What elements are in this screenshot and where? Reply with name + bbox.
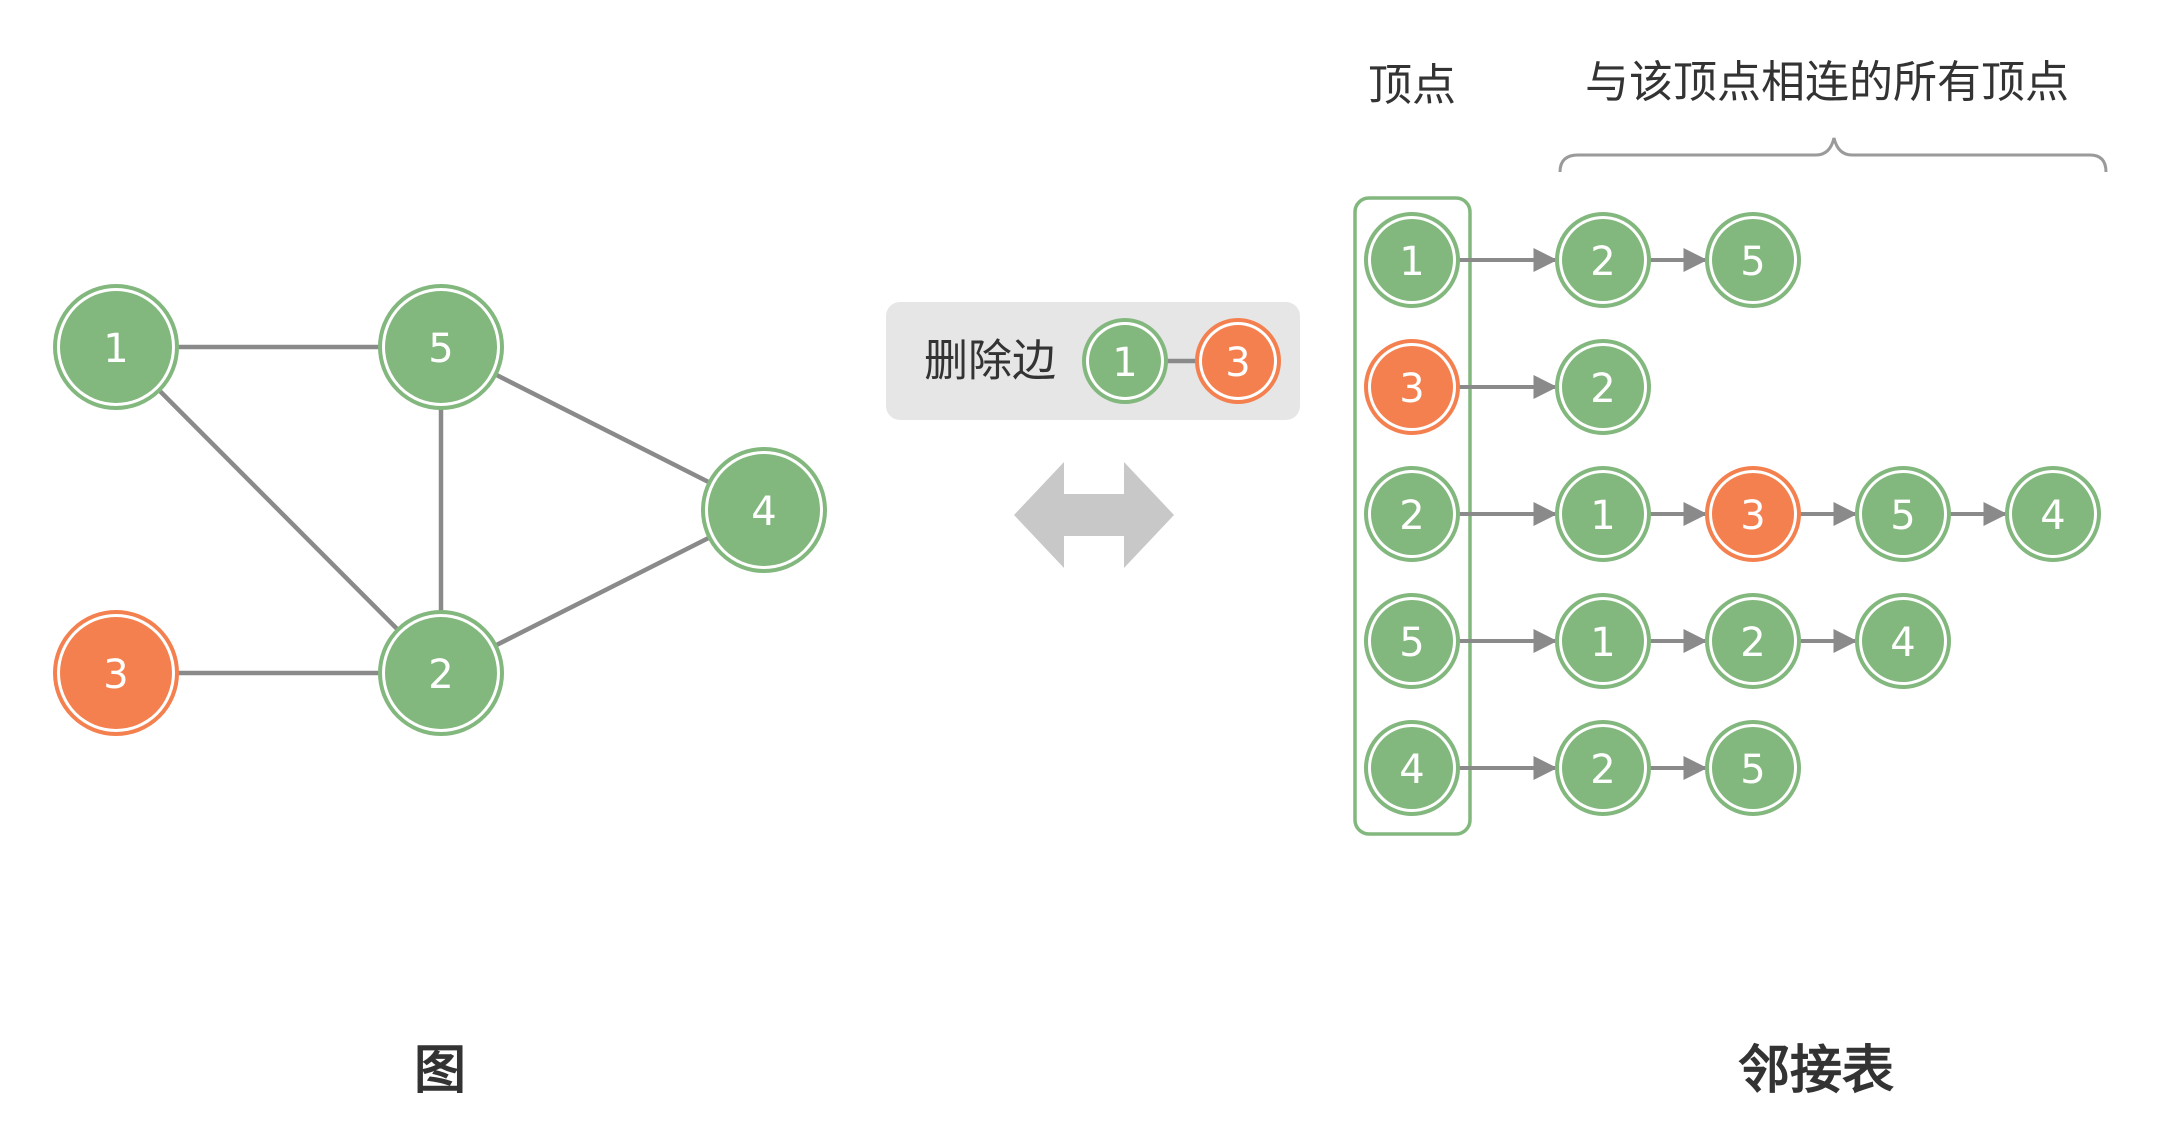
- vertex-header: 顶点: [1368, 60, 1456, 111]
- adjacency-neighbor-2-1-label: 1: [1590, 493, 1615, 539]
- operation-node-to-label: 3: [1225, 340, 1250, 386]
- operation-node-from-fill: [1089, 325, 1161, 397]
- adjacency-neighbor-2-5: 5: [1855, 466, 1951, 562]
- adjacency-neighbor-3-2: 2: [1555, 339, 1651, 435]
- adjacency-row-5: 5 1 2 4: [1364, 593, 1951, 689]
- graph-node-5-label: 5: [428, 326, 453, 372]
- adjacency-neighbor-4-2-fill: [1562, 727, 1644, 809]
- adjacency-neighbor-1-5-label: 5: [1740, 239, 1765, 285]
- adjacency-vertex-4: 4: [1364, 720, 1460, 816]
- adjacency-vertex-5-label: 5: [1399, 620, 1424, 666]
- adjacency-neighbor-2-3-label: 3: [1740, 493, 1765, 539]
- adjacency-neighbor-2-1-fill: [1562, 473, 1644, 555]
- graph-node-4-label: 4: [751, 489, 776, 535]
- neighbors-brace: [1558, 137, 2108, 173]
- adjacency-neighbor-5-1: 1: [1555, 593, 1651, 689]
- adjacency-neighbor-5-1-fill: [1562, 600, 1644, 682]
- adjacency-neighbor-5-4-fill: [1862, 600, 1944, 682]
- adjacency-neighbor-2-4-fill: [2012, 473, 2094, 555]
- adjacency-vertex-1: 1: [1364, 212, 1460, 308]
- adjacency-neighbor-2-4-label: 4: [2040, 493, 2065, 539]
- adjacency-vertex-1-label: 1: [1399, 239, 1424, 285]
- adjacency-neighbor-4-5-label: 5: [1740, 747, 1765, 793]
- adjacency-neighbor-1-2-fill: [1562, 219, 1644, 301]
- adjacency-vertex-5: 5: [1364, 593, 1460, 689]
- graph-node-5: 5: [378, 284, 504, 410]
- graph-caption: 图: [414, 1041, 466, 1101]
- adjacency-neighbor-1-5: 5: [1705, 212, 1801, 308]
- adjacency-vertex-2-fill: [1371, 473, 1453, 555]
- operation-node-to: 3: [1195, 318, 1281, 404]
- graph-node-1-fill: [60, 291, 172, 403]
- adjacency-neighbor-2-3: 3: [1705, 466, 1801, 562]
- adjacency-neighbor-2-4: 4: [2005, 466, 2101, 562]
- adjacency-vertex-5-fill: [1371, 600, 1453, 682]
- adjacency-neighbor-4-5-fill: [1712, 727, 1794, 809]
- adjacency-vertex-3: 3: [1364, 339, 1460, 435]
- adjacency-vertex-1-fill: [1371, 219, 1453, 301]
- graph-node-1: 1: [53, 284, 179, 410]
- adjacency-neighbor-5-1-label: 1: [1590, 620, 1615, 666]
- adjacency-vertex-2: 2: [1364, 466, 1460, 562]
- adjacency-vertex-4-label: 4: [1399, 747, 1424, 793]
- graph-node-3: 3: [53, 610, 179, 736]
- graph-node-2: 2: [378, 610, 504, 736]
- adjacency-neighbor-5-4-label: 4: [1890, 620, 1915, 666]
- adjacency-row-2: 2 1 3 5 4: [1364, 466, 2101, 562]
- adjacency-neighbor-5-2-label: 2: [1740, 620, 1765, 666]
- adjacency-vertex-3-label: 3: [1399, 366, 1424, 412]
- adjacency-neighbor-5-2: 2: [1705, 593, 1801, 689]
- adjacency-neighbor-4-2-label: 2: [1590, 747, 1615, 793]
- double-arrow-icon: [1014, 462, 1174, 568]
- adjacency-neighbor-3-2-label: 2: [1590, 366, 1615, 412]
- adjacency-row-4: 4 2 5: [1364, 720, 1801, 816]
- graph-node-5-fill: [385, 291, 497, 403]
- adjacency-neighbor-5-2-fill: [1712, 600, 1794, 682]
- adjacency-list-caption: 邻接表: [1738, 1041, 1894, 1101]
- adjacency-neighbor-1-2-label: 2: [1590, 239, 1615, 285]
- adjacency-neighbor-4-5: 5: [1705, 720, 1801, 816]
- adjacency-neighbor-2-1: 1: [1555, 466, 1651, 562]
- operation-node-to-fill: [1202, 325, 1274, 397]
- adjacency-vertex-4-fill: [1371, 727, 1453, 809]
- adjacency-neighbor-4-2: 2: [1555, 720, 1651, 816]
- graph-edge-1-2: [113, 344, 444, 676]
- operation-label: 删除边: [924, 336, 1056, 387]
- adjacency-vertex-3-fill: [1371, 346, 1453, 428]
- graph-node-1-label: 1: [103, 326, 128, 372]
- adjacency-vertex-2-label: 2: [1399, 493, 1424, 539]
- adjacency-neighbor-3-2-fill: [1562, 346, 1644, 428]
- operation-node-from: 1: [1082, 318, 1168, 404]
- graph-node-2-label: 2: [428, 652, 453, 698]
- adjacency-neighbor-2-5-fill: [1862, 473, 1944, 555]
- graph-node-3-label: 3: [103, 652, 128, 698]
- adjacency-neighbor-2-5-label: 5: [1890, 493, 1915, 539]
- adjacency-neighbor-5-4: 4: [1855, 593, 1951, 689]
- adjacency-neighbor-2-3-fill: [1712, 473, 1794, 555]
- adjacency-neighbor-1-2: 2: [1555, 212, 1651, 308]
- graph-node-4-fill: [708, 454, 820, 566]
- graph-node-3-fill: [60, 617, 172, 729]
- graph-node-2-fill: [385, 617, 497, 729]
- operation-node-from-label: 1: [1112, 340, 1137, 386]
- adjacency-row-1: 1 2 5: [1364, 212, 1801, 308]
- neighbors-header: 与该顶点相连的所有顶点: [1585, 57, 2069, 108]
- graph-node-4: 4: [701, 447, 827, 573]
- adjacency-neighbor-1-5-fill: [1712, 219, 1794, 301]
- graph-nodes: 1 5 4 3 2: [53, 284, 827, 736]
